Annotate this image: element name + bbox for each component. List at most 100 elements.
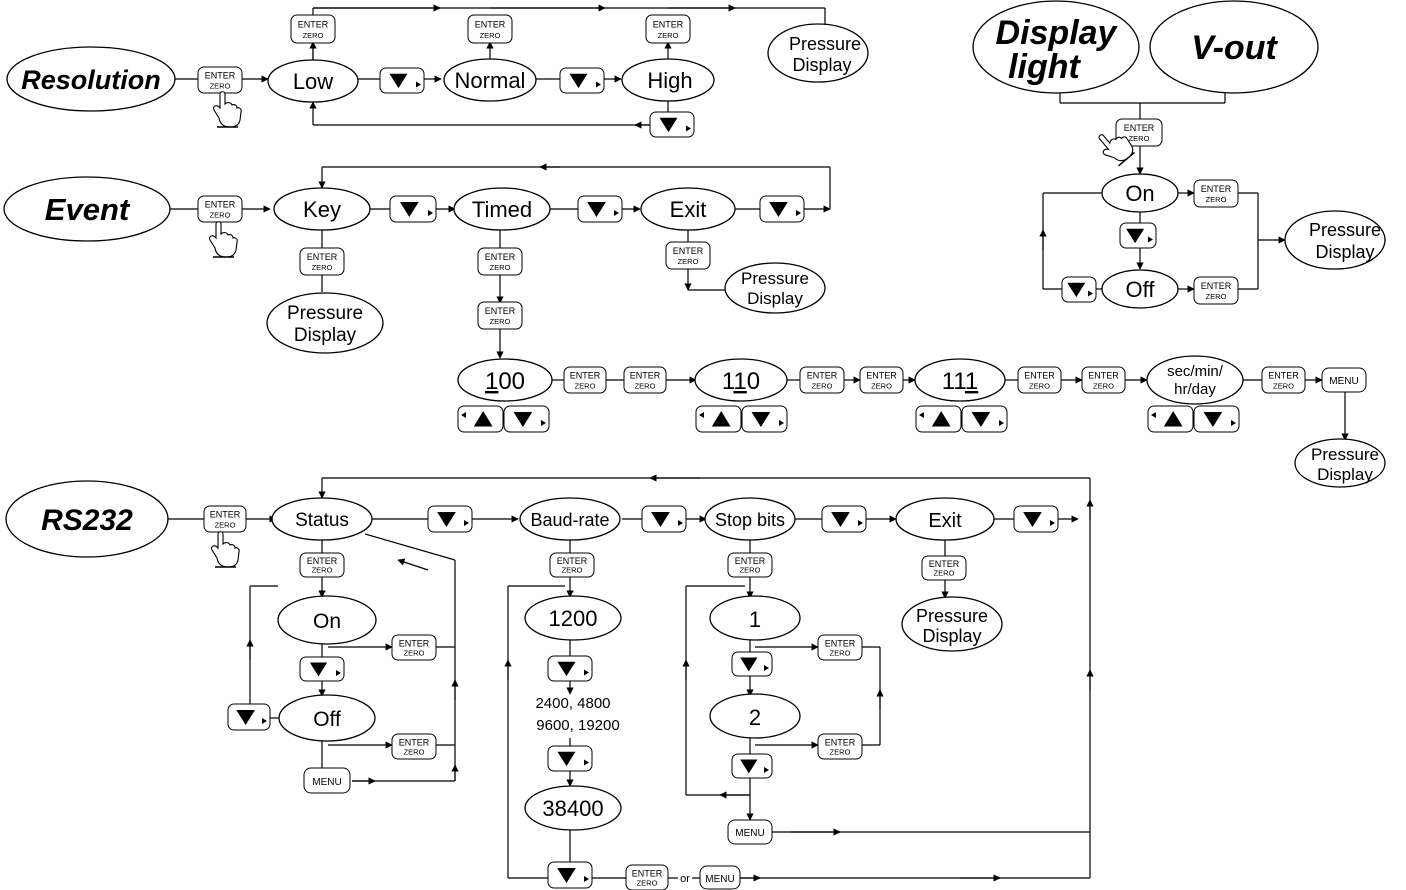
pressure-display-text1: Pressure	[287, 303, 363, 324]
state-high-label: High	[647, 68, 692, 93]
down-arrow-button-icon[interactable]	[577, 195, 623, 223]
menu-label: MENU	[735, 828, 764, 839]
state-low: Low	[267, 59, 359, 103]
down-arrow-button-icon[interactable]	[299, 656, 345, 682]
up-arrow-button-icon[interactable]	[695, 405, 742, 433]
state-stopbit-1: 1	[709, 595, 801, 641]
state-100: 100	[457, 358, 553, 402]
zero-label: ZERO	[830, 748, 851, 757]
enter-label: ENTER	[1124, 123, 1155, 133]
menu-button-status[interactable]: MENU	[303, 767, 351, 794]
down-arrow-button-icon[interactable]	[427, 505, 473, 533]
menu-button-baud[interactable]: MENU	[699, 865, 741, 890]
down-arrow-button-icon[interactable]	[503, 405, 550, 433]
zero-label: ZERO	[404, 649, 425, 658]
digits-111: 111	[942, 368, 979, 395]
state-stopbit-2: 2	[709, 693, 801, 739]
down-arrow-button-icon[interactable]	[547, 655, 593, 682]
pressure-display-text1: Pressure	[1309, 220, 1381, 240]
pointing-hand-icon	[211, 531, 240, 568]
enter-label: ENTER	[1201, 184, 1232, 194]
digits-110: 110	[722, 368, 760, 395]
pressure-display-text2: Display	[294, 325, 357, 346]
zero-label: ZERO	[740, 566, 761, 575]
down-arrow-button-icon[interactable]	[547, 745, 593, 772]
enter-label: ENTER	[307, 556, 338, 566]
up-arrow-button-icon[interactable]	[1147, 405, 1194, 433]
enter-label: ENTER	[632, 868, 663, 878]
state-1200: 1200	[524, 595, 622, 641]
zero-label: ZERO	[1206, 292, 1227, 301]
pressure-display-text2: Display	[1317, 465, 1373, 484]
up-arrow-button-icon[interactable]	[457, 405, 504, 433]
down-arrow-button-icon[interactable]	[961, 405, 1008, 433]
down-arrow-button-icon[interactable]	[821, 505, 867, 533]
title-event-text: Event	[45, 192, 131, 227]
enter-label: ENTER	[673, 246, 704, 256]
state-status: Status	[271, 497, 373, 541]
zero-label: ZERO	[562, 566, 583, 575]
down-arrow-button-icon[interactable]	[641, 505, 687, 533]
state-exit-label: Exit	[670, 197, 707, 222]
enter-label: ENTER	[475, 20, 506, 30]
menu-button-timed[interactable]: MENU	[1321, 367, 1367, 393]
down-arrow-button-icon[interactable]	[547, 861, 593, 889]
menu-label: MENU	[1329, 376, 1358, 387]
state-exit-label: Exit	[928, 510, 962, 532]
zero-label: ZERO	[210, 210, 231, 219]
zero-label: ZERO	[871, 381, 892, 390]
down-arrow-button-icon[interactable]	[759, 195, 805, 223]
up-arrow-button-icon[interactable]	[915, 405, 962, 433]
title-event: Event	[3, 176, 171, 242]
down-arrow-button-icon[interactable]	[731, 753, 773, 779]
down-arrow-button-icon[interactable]	[1061, 276, 1097, 303]
down-arrow-button-icon[interactable]	[731, 651, 773, 677]
state-two-label: 2	[749, 705, 761, 730]
pointing-hand-icon	[213, 91, 242, 128]
down-arrow-button-icon[interactable]	[649, 111, 695, 138]
state-off-light: Off	[1101, 269, 1179, 309]
zero-label: ZERO	[1093, 381, 1114, 390]
state-stop-bits: Stop bits	[704, 497, 796, 541]
down-arrow-button-icon[interactable]	[379, 67, 425, 94]
down-arrow-button-icon[interactable]	[389, 195, 437, 223]
down-arrow-button-icon[interactable]	[1119, 222, 1157, 249]
enter-label: ENTER	[307, 252, 338, 262]
zero-label: ZERO	[1129, 134, 1150, 143]
menu-button-stopbits[interactable]: MENU	[727, 819, 773, 845]
down-arrow-button-icon[interactable]	[559, 67, 605, 94]
down-arrow-button-icon[interactable]	[1013, 505, 1059, 533]
down-arrow-button-icon[interactable]	[1193, 405, 1240, 433]
down-arrow-button-icon[interactable]	[227, 703, 271, 731]
state-110: 110	[694, 358, 788, 402]
down-arrow-button-icon[interactable]	[741, 405, 788, 433]
